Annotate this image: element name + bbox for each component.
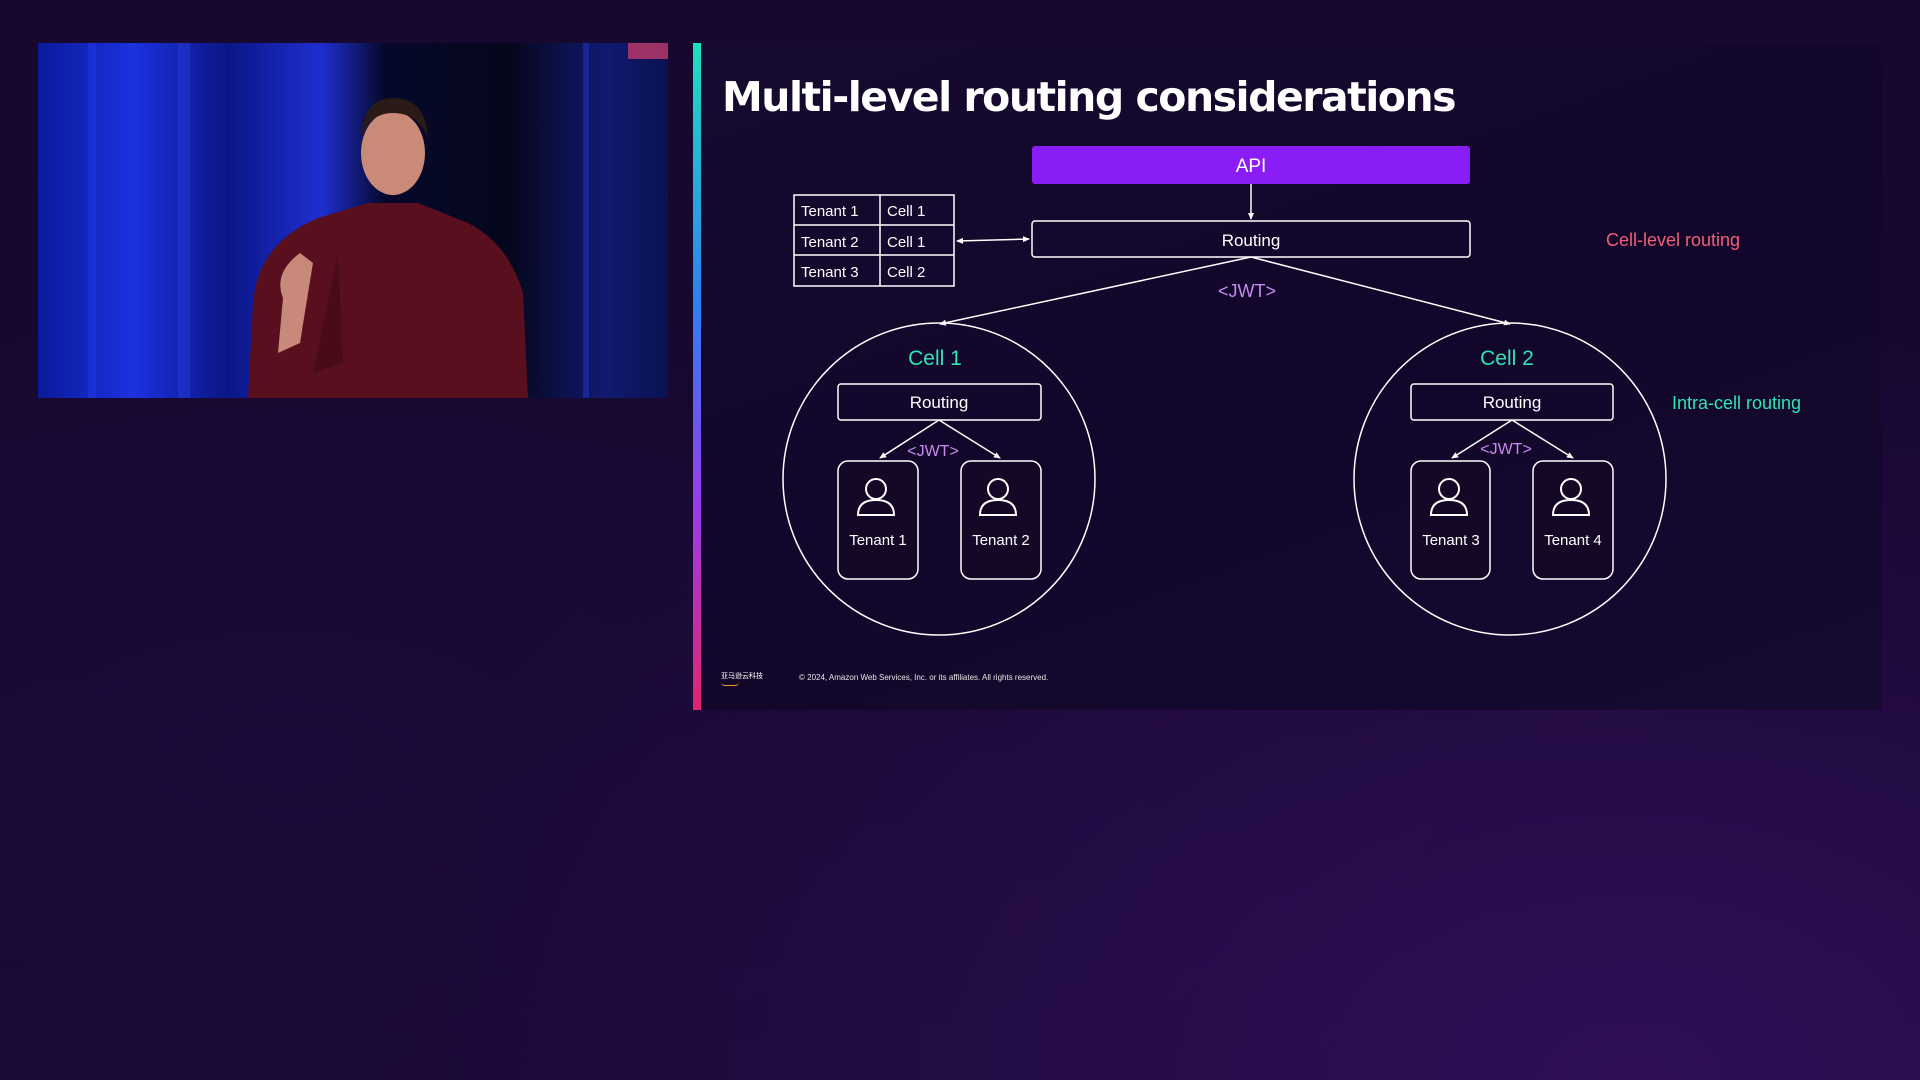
tenant-cell-table: Tenant 1 Cell 1 Tenant 2 Cell 1 Tenant 3… xyxy=(793,194,955,287)
routing-to-cell2-arrow xyxy=(1250,256,1511,326)
routing-to-tenant-arrow xyxy=(1451,419,1513,459)
table-routing-arrow xyxy=(956,236,1030,244)
user-icon xyxy=(1429,478,1469,516)
api-label: API xyxy=(1236,156,1267,177)
tenant-label: Tenant 4 xyxy=(1544,532,1602,549)
cell-name: Cell 1 xyxy=(908,347,962,370)
routing-label: Routing xyxy=(910,393,969,412)
routing-to-tenant-arrow xyxy=(938,419,1001,459)
jwt-label: <JWT> xyxy=(1480,441,1532,458)
slide-title: Multi-level routing considerations xyxy=(722,73,1457,121)
cell-level-routing-label: Cell-level routing xyxy=(1606,230,1740,250)
speaker-video-frame xyxy=(38,43,668,398)
table-cell: Cell 1 xyxy=(887,203,925,220)
aws-swoosh-icon xyxy=(721,682,739,686)
routing-label: Routing xyxy=(1222,231,1281,250)
table-cell: Tenant 3 xyxy=(801,264,859,281)
table-cell: Cell 1 xyxy=(887,234,925,251)
cell-2: Cell 2 Routing <JWT> Tenant 3 xyxy=(1353,322,1667,636)
tenant-box: Tenant 1 xyxy=(837,460,919,580)
jwt-label: <JWT> xyxy=(1218,281,1276,301)
footer-logo-text: 亚马逊云科技 xyxy=(721,673,763,680)
routing-to-tenant-arrow xyxy=(879,419,940,459)
jwt-label: <JWT> xyxy=(907,443,959,460)
copyright-text: © 2024, Amazon Web Services, Inc. or its… xyxy=(799,673,1049,682)
routing-to-cell1-arrow xyxy=(939,256,1252,326)
table-cell: Tenant 2 xyxy=(801,234,859,251)
routing-diagram: API Routing Cell-level routing Tenant 1 … xyxy=(782,146,1801,636)
cell-1: Cell 1 Routing <JWT> Tenant 1 xyxy=(782,322,1096,636)
cell-name: Cell 2 xyxy=(1480,347,1534,370)
user-icon xyxy=(978,478,1018,516)
slide-accent-bar xyxy=(693,43,701,710)
intra-cell-routing-label: Intra-cell routing xyxy=(1672,393,1801,413)
user-icon xyxy=(856,478,896,516)
routing-to-tenant-arrow xyxy=(1511,419,1574,459)
slide: Multi-level routing considerations API R… xyxy=(693,43,1882,710)
api-box: API xyxy=(1032,146,1470,184)
tenant-label: Tenant 3 xyxy=(1422,532,1480,549)
routing-label: Routing xyxy=(1483,393,1542,412)
tenant-box: Tenant 4 xyxy=(1532,460,1614,580)
tenant-box: Tenant 2 xyxy=(960,460,1042,580)
tenant-box: Tenant 3 xyxy=(1410,460,1491,580)
speaker-video xyxy=(38,43,668,398)
aws-logo: 亚马逊云科技 xyxy=(721,671,763,686)
tenant-label: Tenant 1 xyxy=(849,532,907,549)
table-cell: Tenant 1 xyxy=(801,203,859,220)
user-icon xyxy=(1551,478,1591,516)
tenant-label: Tenant 2 xyxy=(972,532,1030,549)
cell-level-routing-box: Routing xyxy=(1031,220,1471,258)
table-cell: Cell 2 xyxy=(887,264,925,281)
